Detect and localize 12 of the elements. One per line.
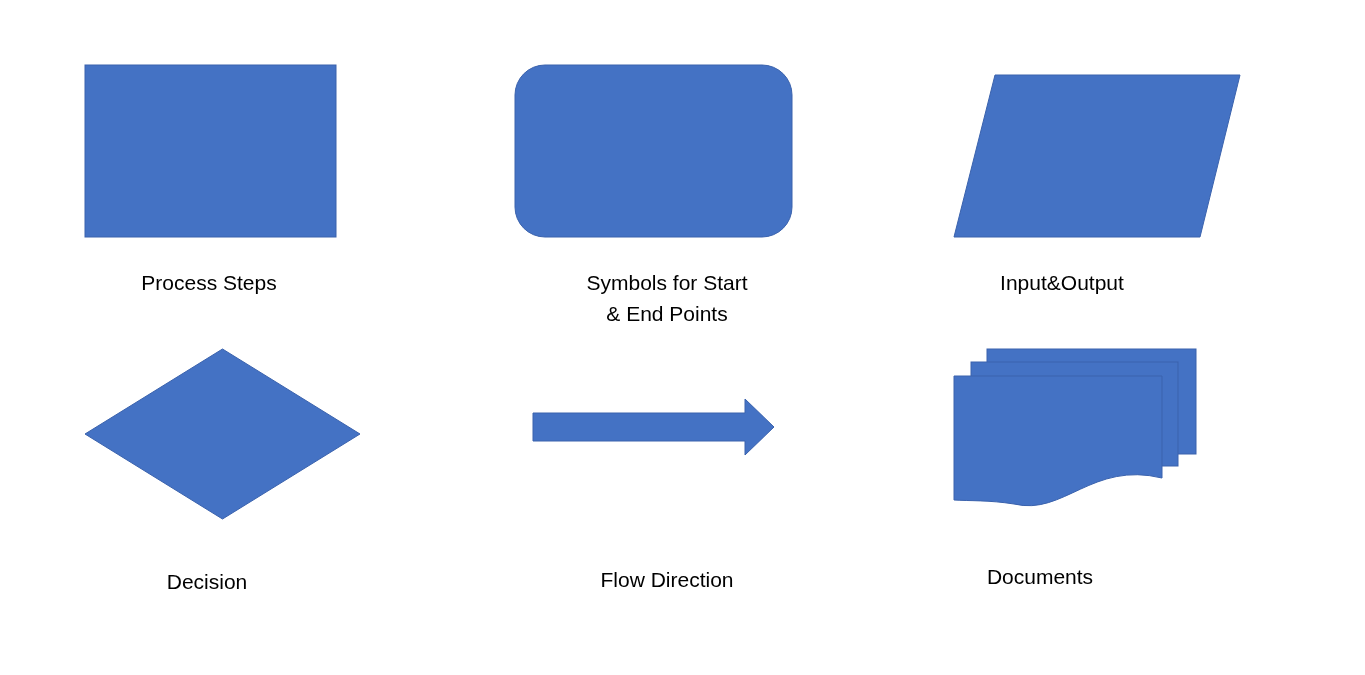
shape-caption: Process Steps [140,270,278,296]
rounded-rectangle [515,65,792,237]
stacked-documents-shape [954,349,1196,506]
process-rectangle [85,65,336,237]
decision-diamond [85,349,360,519]
shape-caption: Symbols for Start & End Points [585,270,749,327]
parallelogram-shape [954,75,1240,237]
shape-caption: Input&Output [999,270,1125,296]
block-arrow [533,399,774,455]
shape-caption: Documents [985,564,1095,590]
symbol-label: Flow Direction [599,567,735,593]
shape-caption: Decision [165,569,249,595]
